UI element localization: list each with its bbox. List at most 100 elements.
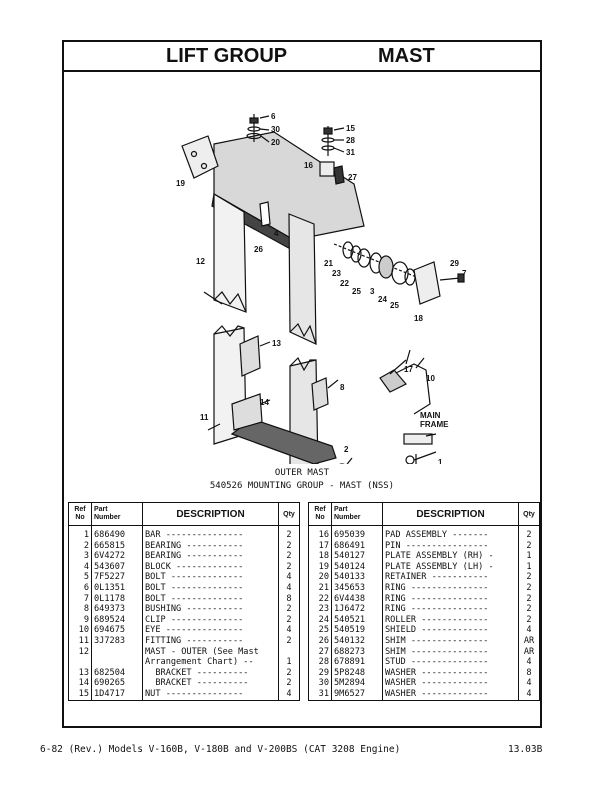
page-frame: LIFT GROUP MAST xyxy=(62,40,542,728)
callout-30: 30 xyxy=(271,125,280,134)
description-cell: WASHER ------------- xyxy=(382,667,519,679)
description-cell: WASHER ------------- xyxy=(382,678,519,689)
qty-cell: 1 xyxy=(278,657,300,668)
table-row: Arrangement Chart) --1 xyxy=(68,657,300,668)
description-cell: SHIELD ------------- xyxy=(382,625,519,636)
description-cell: Arrangement Chart) -- xyxy=(142,657,279,668)
callout-29: 29 xyxy=(450,259,459,268)
part-number-cell: 543607 xyxy=(91,561,143,573)
ref-cell: 21 xyxy=(308,582,332,594)
ref-cell: 4 xyxy=(68,561,92,573)
qty-cell: 2 xyxy=(518,614,540,626)
description-cell: BEARING ----------- xyxy=(142,551,279,562)
qty-cell: 2 xyxy=(278,551,300,562)
qty-cell: 2 xyxy=(278,635,300,647)
description-cell: BOLT -------------- xyxy=(142,593,279,605)
part-number-cell: 3J7283 xyxy=(91,635,143,647)
callout-1: 1 xyxy=(438,458,443,464)
description-cell: PIN ---------------- xyxy=(382,540,519,552)
description-cell: WASHER ------------- xyxy=(382,688,519,701)
qty-cell: 8 xyxy=(518,667,540,679)
ref-cell: 28 xyxy=(308,657,332,668)
qty-cell: 4 xyxy=(278,582,300,594)
part-number-cell: 694675 xyxy=(91,625,143,636)
ref-cell: 2 xyxy=(68,540,92,552)
callout-8: 8 xyxy=(340,383,345,392)
part-number-cell: 0L1178 xyxy=(91,593,143,605)
description-cell: RING --------------- xyxy=(382,593,519,605)
callout-10: 10 xyxy=(426,374,435,383)
ref-cell: 19 xyxy=(308,561,332,573)
callout-26: 26 xyxy=(254,245,263,254)
ref-cell: 25 xyxy=(308,625,332,636)
caption-mounting-group: 540526 MOUNTING GROUP - MAST (NSS) xyxy=(209,481,395,491)
callout-7: 7 xyxy=(462,269,467,278)
callout-4: 4 xyxy=(274,229,279,238)
callout-11: 11 xyxy=(200,413,209,422)
part-number-cell: 540519 xyxy=(331,625,383,636)
callout-19: 19 xyxy=(176,179,185,188)
part-number-cell: 678891 xyxy=(331,657,383,668)
part-number-cell: 686491 xyxy=(331,540,383,552)
ref-cell xyxy=(68,657,92,668)
part-number-cell: 682504 xyxy=(91,667,143,679)
description-cell: ROLLER ------------- xyxy=(382,614,519,626)
qty-cell: 1 xyxy=(518,561,540,573)
ref-cell: 24 xyxy=(308,614,332,626)
ref-cell: 20 xyxy=(308,572,332,583)
part-number-cell: 665815 xyxy=(91,540,143,552)
part-number-cell: 688273 xyxy=(331,646,383,658)
ref-cell: 3 xyxy=(68,551,92,562)
qty-cell: 2 xyxy=(278,604,300,615)
part-number-cell: 7F5227 xyxy=(91,572,143,583)
ref-cell: 17 xyxy=(308,540,332,552)
qty-cell: 2 xyxy=(518,604,540,615)
qty-cell: 2 xyxy=(278,678,300,689)
qty-cell: 4 xyxy=(278,572,300,583)
description-cell: MAST - OUTER (See Mast xyxy=(142,646,279,658)
callout-27: 27 xyxy=(348,173,357,182)
diagram-callouts: 6 30 20 19 15 28 31 16 27 12 4 26 21 23 … xyxy=(176,112,467,464)
description-cell: EYE --------------- xyxy=(142,625,279,636)
description-cell: PLATE ASSEMBLY (LH) - xyxy=(382,561,519,573)
description-cell: STUD --------------- xyxy=(382,657,519,668)
header-qty: Qty xyxy=(518,502,540,526)
ref-cell: 14 xyxy=(68,678,92,689)
header-bar: LIFT GROUP MAST xyxy=(64,42,540,72)
qty-cell: 2 xyxy=(518,593,540,605)
footer-model-info: 6-82 (Rev.) Models V-160B, V-180B and V-… xyxy=(40,744,401,755)
qty-cell: 2 xyxy=(518,582,540,594)
qty-cell: 8 xyxy=(278,593,300,605)
callout-20: 20 xyxy=(271,138,280,147)
ref-cell: 22 xyxy=(308,593,332,605)
description-cell: PLATE ASSEMBLY (RH) - xyxy=(382,551,519,562)
qty-cell xyxy=(278,646,300,658)
description-cell: SHIM --------------- xyxy=(382,635,519,647)
description-cell: PAD ASSEMBLY ------- xyxy=(382,525,519,541)
description-cell: BOLT -------------- xyxy=(142,582,279,594)
part-number-cell: 540521 xyxy=(331,614,383,626)
part-number-cell: 695039 xyxy=(331,525,383,541)
ref-cell: 10 xyxy=(68,625,92,636)
qty-cell: 2 xyxy=(278,561,300,573)
